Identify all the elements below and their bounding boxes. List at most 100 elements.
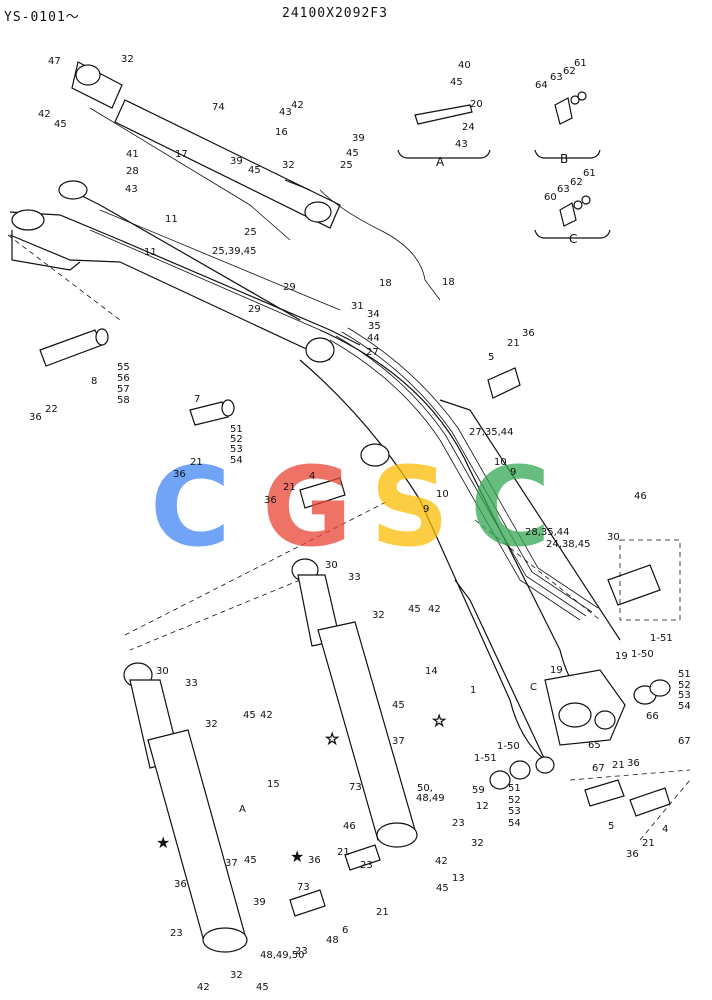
part-number-label: 32: [230, 970, 243, 981]
part-number-label: 30: [325, 560, 338, 571]
part-number-label: 8: [91, 376, 97, 387]
part-number-label: 1-50: [631, 649, 654, 660]
boom-cylinder-73-right: [291, 558, 418, 848]
part-number-label: 29: [248, 304, 261, 315]
part-number-label: 51: [508, 783, 521, 794]
part-number-label: 47: [48, 56, 61, 67]
part-number-label: 22: [45, 404, 58, 415]
part-number-label: 73: [297, 882, 310, 893]
detail-part-number: 63: [550, 72, 563, 83]
part-number-label: 11: [165, 214, 178, 225]
part-number-label: 34: [367, 309, 380, 320]
boom-cylinder-73-left: [123, 662, 248, 953]
part-number-label: 43: [279, 107, 292, 118]
svg-text:☆: ☆: [325, 729, 339, 748]
part-number-label: 45: [392, 700, 405, 711]
part-number-label: A: [239, 804, 246, 815]
part-number-label: 19: [550, 665, 563, 676]
part-number-label: 21: [642, 838, 655, 849]
bracket-46: [607, 539, 681, 621]
part-number-label: 30: [607, 532, 620, 543]
part-number-label: 6: [342, 925, 348, 936]
detail-view-c: [534, 195, 611, 239]
hydraulic-lines: [89, 107, 599, 621]
part-number-label: 7: [194, 394, 200, 405]
part-number-label: 36: [29, 412, 42, 423]
detail-view-letter: B: [560, 152, 568, 166]
serial-range: YS-0101～: [4, 10, 80, 25]
detail-part-number: 61: [583, 168, 596, 179]
part-number-label: 23: [360, 860, 373, 871]
part-number-label: 45: [346, 148, 359, 159]
detail-part-number: 43: [455, 139, 468, 150]
detail-part-number: 24: [462, 122, 475, 133]
part-number-label: 55: [117, 362, 130, 373]
detail-part-number: 60: [544, 192, 557, 203]
part-number-label: 58: [117, 395, 130, 406]
detail-part-number: 20: [470, 99, 483, 110]
part-number-label: 42: [291, 100, 304, 111]
part-number-label: 21: [190, 457, 203, 468]
part-number-label: 25,39,45: [212, 246, 257, 257]
part-number-label: 52: [508, 795, 521, 806]
part-number-label: 33: [348, 572, 361, 583]
part-number-label: 41: [126, 149, 139, 160]
part-number-label: 48,49,50: [260, 950, 305, 961]
part-number-label: 50,: [417, 783, 433, 794]
part-number-label: 4: [309, 471, 315, 482]
part-number-label: 1-50: [497, 741, 520, 752]
part-number-label: 67: [678, 736, 691, 747]
part-number-label: 25: [244, 227, 257, 238]
part-number-label: 1-51: [650, 633, 673, 644]
part-number-label: 19: [615, 651, 628, 662]
part-number-label: 36: [627, 758, 640, 769]
part-number-label: 67: [592, 763, 605, 774]
part-number-label: C: [530, 682, 537, 693]
detail-part-number: 63: [557, 184, 570, 195]
part-number-label: 48,49: [416, 793, 445, 804]
part-number-label: 45: [436, 883, 449, 894]
part-number-label: 42: [197, 982, 210, 993]
part-number-label: 37: [392, 736, 405, 747]
part-number-label: 23: [170, 928, 183, 939]
part-number-label: 36: [173, 469, 186, 480]
part-number-label: 27: [366, 347, 379, 358]
part-number-label: 42: [428, 604, 441, 615]
part-number-label: 32: [121, 54, 134, 65]
part-number-label: 5: [608, 821, 614, 832]
svg-text:☆: ☆: [432, 711, 446, 730]
part-number-label: 21: [507, 338, 520, 349]
part-number-label: 56: [117, 373, 130, 384]
detail-part-number: 61: [574, 58, 587, 69]
part-number-label: 1-51: [474, 753, 497, 764]
part-number-label: 9: [510, 467, 516, 478]
part-number-label: 74: [212, 102, 225, 113]
detail-part-number: 62: [563, 66, 576, 77]
part-number-label: 51: [230, 424, 243, 435]
part-number-label: 10: [436, 489, 449, 500]
part-number-label: 15: [267, 779, 280, 790]
part-number-label: 36: [308, 855, 321, 866]
part-number-label: 53: [230, 444, 243, 455]
part-number-label: 37: [225, 858, 238, 869]
part-number-label: 36: [626, 849, 639, 860]
part-number-label: 18: [379, 278, 392, 289]
part-number-label: 54: [678, 701, 691, 712]
part-number-label: 25: [340, 160, 353, 171]
part-number-label: 21: [376, 907, 389, 918]
part-number-label: 32: [372, 610, 385, 621]
part-number-label: 5: [488, 352, 494, 363]
arm-assembly: [9, 180, 361, 361]
part-number-label: 12: [476, 801, 489, 812]
part-number-label: 13: [452, 873, 465, 884]
part-number-label: 17: [175, 149, 188, 160]
cgsc-watermark: C G S C: [150, 443, 551, 571]
arm-cylinder-74: [71, 61, 341, 229]
part-number-label: 36: [264, 495, 277, 506]
part-number-label: 45: [244, 855, 257, 866]
part-number-label: 30: [156, 666, 169, 677]
detail-view-a: [397, 104, 491, 159]
detail-part-number: 45: [450, 77, 463, 88]
part-number-label: 45: [256, 982, 269, 993]
part-number-label: 33: [185, 678, 198, 689]
